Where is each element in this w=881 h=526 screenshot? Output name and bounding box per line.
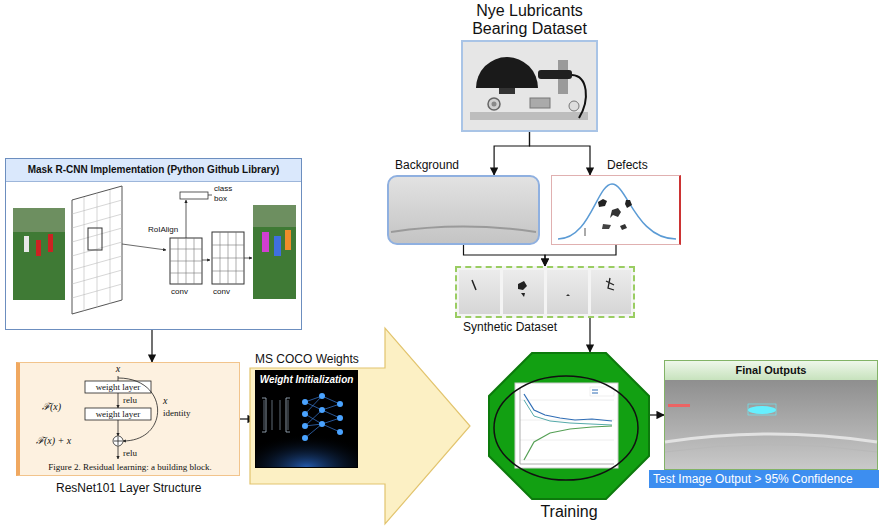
figure-label: class <box>214 184 248 194</box>
text-slot: identity <box>163 408 213 419</box>
text-slot: Synthetic Dataset <box>463 320 583 334</box>
text-slot: Training <box>488 502 650 521</box>
text-slot: conv <box>213 287 247 297</box>
text-slot: x <box>163 395 183 407</box>
text-slot: relu <box>123 448 153 459</box>
output-image <box>665 379 877 469</box>
mask-rcnn-figure <box>13 186 296 314</box>
text-slot: Background <box>395 158 485 172</box>
panel-heading: Final Outputs <box>665 361 877 380</box>
flow-arrow <box>151 330 152 362</box>
activation-name: relu <box>123 448 153 459</box>
box-label: MS COCO Weights <box>255 352 375 366</box>
layer-name: weight layer <box>85 408 151 420</box>
text-slot: Figure 2. Residual learning: a building … <box>20 462 240 473</box>
residual-block <box>85 376 158 459</box>
network-figure <box>256 393 357 467</box>
text-slot: Final Outputs <box>665 361 877 380</box>
text-slot: RoIAlign <box>148 225 198 235</box>
background-box: Background <box>387 175 540 245</box>
flow-arrow <box>464 245 546 266</box>
signal-name: identity <box>163 408 213 419</box>
flow-arrow <box>589 318 590 352</box>
text-slot: weight layer <box>85 408 151 420</box>
signal-name: ℱ(x) <box>42 401 82 413</box>
figure-label: box <box>214 194 248 204</box>
box-heading: Weight Initialization <box>255 374 358 386</box>
box-label: Synthetic Dataset <box>463 320 583 334</box>
flow-arrow <box>494 132 529 175</box>
text-slot: Test Image Output > 95% Confidence <box>649 470 879 488</box>
text-slot: relu <box>123 395 153 406</box>
text-slot: weight layer <box>85 381 151 393</box>
flow-arrow <box>545 245 616 266</box>
text-slot: box <box>214 194 248 204</box>
layer-name: weight layer <box>85 381 151 393</box>
surface-curve <box>391 227 536 233</box>
defect-distribution <box>558 184 676 239</box>
activation-name: relu <box>123 395 153 406</box>
text-slot: Weight Initialization <box>255 374 358 386</box>
signal-name: x <box>111 363 125 375</box>
synthetic-tiles <box>459 270 631 314</box>
figure-caption: Figure 2. Residual learning: a building … <box>20 462 240 473</box>
figure-label: RoIAlign <box>148 225 198 235</box>
text-slot: ℱ(x) + x <box>36 435 106 447</box>
text-slot: Mask R-CNN Implementation (Python Github… <box>6 159 301 182</box>
signal-name: ℱ(x) + x <box>36 435 106 447</box>
flow-arrow <box>530 132 591 175</box>
text-slot: Defects <box>607 158 677 172</box>
block-arrow <box>250 328 470 524</box>
figure-label: conv <box>171 287 205 297</box>
loss-chart <box>494 376 638 480</box>
box-label: Defects <box>607 158 677 172</box>
confidence-band: Test Image Output > 95% Confidence <box>649 470 879 488</box>
text-slot: ℱ(x) <box>42 401 82 413</box>
text-slot: Nye Lubricants Bearing Dataset <box>449 2 610 37</box>
flow-arrow <box>650 414 664 415</box>
box-label: ResNet101 Layer Structure <box>56 481 226 495</box>
box-label: Background <box>395 158 485 172</box>
text-slot: x <box>111 363 125 375</box>
figure-label: conv <box>213 287 247 297</box>
lab-photo <box>463 42 596 130</box>
text-slot: class <box>214 184 248 194</box>
box-heading: Mask R-CNN Implementation (Python Github… <box>6 159 301 182</box>
panel-title: Nye Lubricants Bearing Dataset <box>449 2 610 37</box>
shape-label: Training <box>488 502 650 521</box>
text-slot: ResNet101 Layer Structure <box>56 481 226 495</box>
text-slot: conv <box>171 287 205 297</box>
signal-name: x <box>163 395 183 407</box>
text-slot: MS COCO Weights <box>255 352 375 366</box>
